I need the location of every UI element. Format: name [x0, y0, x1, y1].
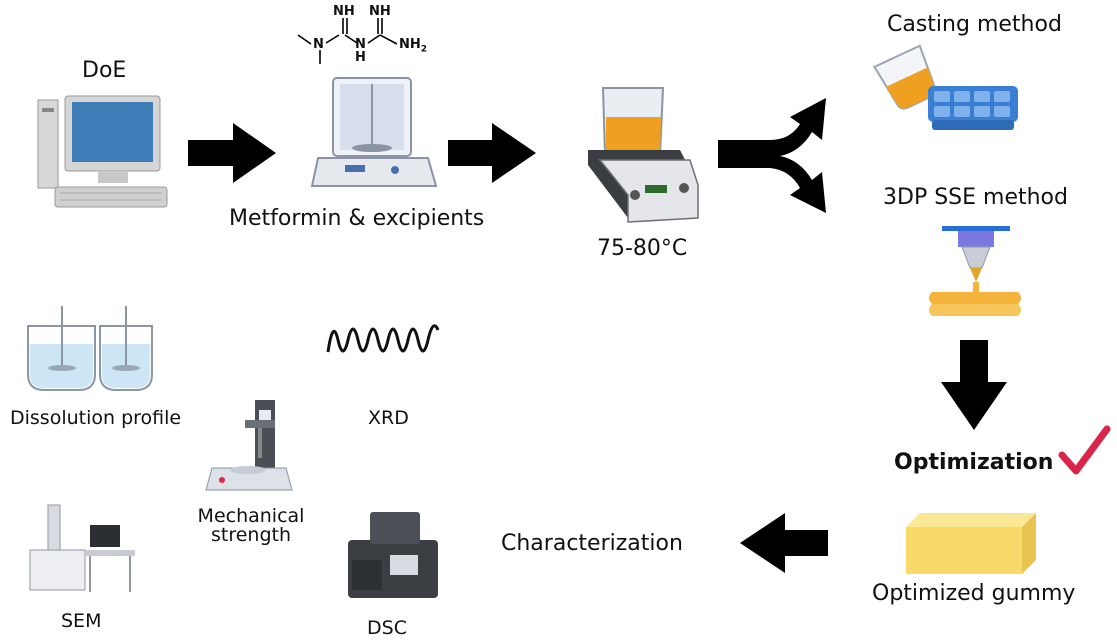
arrow-right-1	[188, 123, 276, 183]
label-dsc: DSC	[367, 617, 407, 639]
label-xrd: XRD	[368, 407, 409, 429]
atom-nh-a: NH	[333, 4, 355, 19]
split-arrow	[718, 98, 826, 213]
sem-icon	[29, 504, 135, 592]
dsc-icon	[348, 512, 438, 598]
label-doe: DoE	[82, 58, 127, 83]
label-optimized-gummy: Optimized gummy	[872, 581, 1076, 606]
arrow-left	[740, 513, 828, 573]
label-optimization: Optimization	[894, 450, 1054, 475]
label-dissolution: Dissolution profile	[10, 407, 182, 429]
arrow-down	[941, 340, 1007, 430]
ice-tray-icon	[928, 86, 1018, 130]
label-characterization: Characterization	[501, 531, 683, 556]
arrow-right-2	[448, 123, 536, 183]
label-sem: SEM	[61, 610, 102, 632]
3d-printer-nozzle-icon	[929, 226, 1021, 316]
atom-h: H	[355, 50, 366, 65]
atom-n: N	[313, 37, 324, 52]
mechanical-tester-icon	[205, 400, 293, 491]
label-sse: 3DP SSE method	[883, 185, 1068, 210]
atom-nh-b: NH	[369, 4, 391, 19]
dissolution-vessels-icon	[27, 306, 153, 391]
hot-plate-icon	[588, 87, 699, 223]
computer-icon	[37, 95, 168, 208]
label-temperature: 75-80°C	[597, 236, 688, 261]
label-casting: Casting method	[887, 12, 1062, 37]
metformin-structure	[297, 18, 398, 64]
xrd-wave-icon	[326, 324, 440, 353]
gummy-block-icon	[906, 513, 1036, 574]
atom-nh2: NH2	[399, 37, 428, 55]
label-metformin: Metformin & excipients	[229, 206, 485, 231]
analytical-balance-icon	[310, 77, 438, 187]
atom-n-2: N	[355, 37, 366, 52]
check-icon	[1058, 425, 1111, 475]
